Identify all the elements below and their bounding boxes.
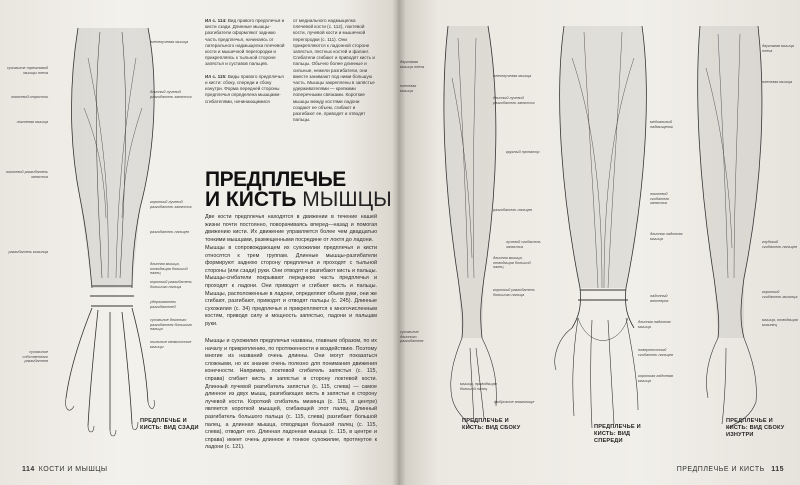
label-r6: короткий разгибатель большого пальца	[150, 280, 192, 289]
label-a4: длинный лучевой разгибатель запястья	[493, 96, 535, 105]
label-b3: длинная ладонная мышца	[638, 320, 671, 329]
figure-caption-front: ПРЕДПЛЕЧЬЕ И КИСТЬ: ВИД СПЕРЕДИ	[594, 424, 641, 444]
running-head-left: КОСТИ И МЫШЦЫ	[38, 466, 108, 473]
label-l4: локтевой разгибатель запястья	[6, 170, 48, 179]
label-c6: глубокий сгибатель пальцев	[762, 240, 798, 249]
label-a2: плечевая мышца	[400, 84, 417, 93]
label-r5: длинная мышца, отводящая большой палец	[150, 262, 188, 276]
label-r2: длинный лучевой разгибатель запястья	[150, 90, 192, 99]
body-paragraph-3: Мышцы и сухожилия предплечья названы, гл…	[205, 338, 377, 451]
intro-paragraph: Две кости предплечья находятся в движени…	[205, 214, 377, 243]
forearm-inner-illustration	[697, 25, 763, 429]
folio-right: ПРЕДПЛЕЧЬЕ И КИСТЬ 115	[677, 466, 784, 473]
running-head-right: ПРЕДПЛЕЧЬЕ И КИСТЬ	[676, 466, 765, 473]
label-r9: тыльные межкостные мышцы	[150, 340, 192, 349]
label-r1: плечелучевая мышца	[150, 40, 189, 44]
forearm-side-illustration	[443, 25, 497, 429]
label-r7: удерживатель разгибателей	[150, 300, 177, 309]
label-l5: разгибатель мизинца	[8, 250, 48, 254]
label-a6: длинная мышца, отводящая большой палец	[493, 256, 531, 270]
forearm-back-illustration	[65, 27, 155, 437]
label-r3: короткий лучевой разгибатель запястья	[150, 200, 192, 209]
left-page: сухожилие трехглавой мышцы плеча локтево…	[0, 0, 398, 485]
label-b2: лучевой сгибатель запястья	[506, 240, 541, 249]
fig115-text: Виды правого предплечья и кисти: сбоку, …	[205, 73, 284, 104]
label-a9: фиброзное влагалище	[494, 400, 535, 404]
label-a5: разгибатель пальцев	[493, 208, 533, 212]
label-a3: плечелучевая мышца	[493, 74, 532, 78]
label-c8: мышца, отводящая мизинец	[762, 318, 798, 327]
page-number-right: 115	[771, 466, 784, 473]
label-b1: круглый пронатор	[506, 150, 540, 154]
label-c4: локтевой сгибатель запястья	[650, 192, 670, 206]
label-l6: сухожилие собственного разгибателя	[22, 350, 48, 364]
title-line2b: МЫШЦЫ	[302, 188, 392, 211]
figure-caption-inner: ПРЕДПЛЕЧЬЕ И КИСТЬ: ВИД СБОКУ ИЗНУТРИ	[726, 418, 785, 438]
figure-caption-side: ПРЕДПЛЕЧЬЕ И КИСТЬ: ВИД СБОКУ	[462, 418, 521, 431]
figure-caption-back: ПРЕДПЛЕЧЬЕ И КИСТЬ: ВИД СЗАДИ	[140, 418, 199, 431]
title-line2: И КИСТЬ МЫШЦЫ	[205, 188, 392, 211]
label-b4: поверхностный сгибатель пальцев	[638, 348, 674, 357]
col2-top-text: от медиального надмыщелка плечевой кости…	[293, 18, 375, 123]
label-a1: двуглавая мышца плеча	[400, 60, 425, 69]
label-a7: короткий разгибатель большого пальца	[493, 288, 535, 297]
label-b5: короткая ладонная мышца	[638, 374, 674, 383]
label-l2: локтевой отросток	[11, 95, 48, 99]
body-paragraph-2: Мышцы в сопровождающем их сухожилии пред…	[205, 245, 377, 327]
right-page: двуглавая мышца плеча плечевая мышца пле…	[398, 0, 800, 485]
label-l3: локтевая мышца	[16, 120, 48, 124]
fig114-block: Ил с. 114: Вид правого предплечья и кист…	[205, 18, 287, 105]
label-r4: разгибатель пальцев	[150, 230, 190, 234]
title-line1: ПРЕДПЛЕЧЬЕ	[205, 168, 346, 191]
label-c9: ладонный апоневроз	[650, 294, 669, 303]
title-line2a: И КИСТЬ	[205, 188, 297, 211]
label-c7: короткий сгибатель мизинца	[762, 290, 798, 299]
fig115-num: Ил с. 115:	[205, 73, 227, 79]
fig114-num: Ил с. 114:	[205, 18, 227, 23]
label-r8: сухожилие длинного разгибателя большого …	[150, 318, 193, 332]
label-c2: плечевая мышца	[762, 80, 793, 84]
forearm-front-illustration	[554, 25, 647, 429]
label-a8: сухожилие длинного разгибателя	[400, 330, 424, 344]
label-l1: сухожилие трехглавой мышцы плеча	[6, 66, 48, 75]
label-c1: двуглавая мышца плеча	[762, 44, 794, 53]
label-c5: длинная ладонная мышца	[650, 232, 683, 241]
label-c3: медиальный надмыщелок	[650, 120, 673, 129]
label-a10: мышца, приводящая большой палец	[460, 382, 497, 391]
page-title: ПРЕДПЛЕЧЬЕ И КИСТЬ МЫШЦЫ	[205, 168, 392, 211]
page-number-left: 114	[22, 466, 35, 473]
fig114-text: Вид правого предплечья и кисти сзади. Дл…	[205, 18, 285, 67]
